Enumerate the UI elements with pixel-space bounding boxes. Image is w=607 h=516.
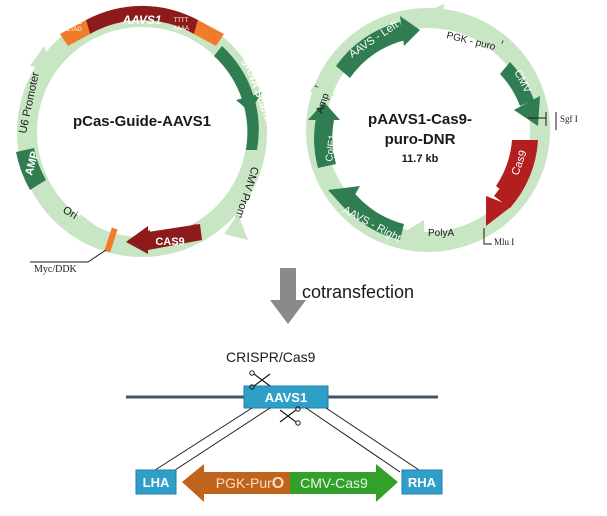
p2-polya-label: PolyA bbox=[428, 228, 454, 239]
p2-aavs-left-band bbox=[336, 22, 406, 78]
p2-aavs-right-head bbox=[328, 186, 360, 210]
p2-name-line2: puro-DNR bbox=[385, 131, 456, 148]
p2-cmv-band bbox=[500, 62, 534, 106]
crossover-line-2 bbox=[171, 407, 271, 473]
p2-size: 11.7 kb bbox=[402, 153, 439, 165]
p1-cmv-arrow bbox=[224, 214, 248, 240]
plasmid-2: AAVS - Left PGK - puro r CMV Sgf I Cas9 … bbox=[306, 4, 578, 252]
crossover-line-3 bbox=[305, 407, 401, 473]
p2-pgk-sup: r bbox=[501, 39, 506, 47]
p1-cas9-head bbox=[126, 226, 148, 254]
p1-aaaa: AAAA bbox=[173, 26, 189, 32]
p2-polya-head bbox=[404, 220, 424, 244]
lha-box bbox=[135, 469, 177, 495]
pgk-puro-label: PGK-PurO bbox=[216, 475, 284, 492]
p1-orange-left bbox=[60, 20, 90, 46]
p1-ctag: CTAG bbox=[66, 27, 83, 33]
p1-aavs1-label: AAVS1 bbox=[121, 13, 161, 27]
p1-grna-scaffold-body bbox=[214, 46, 259, 150]
plasmid-1: AAVS1 GATC CTAG TTTT AAAA gRNA Scaffold … bbox=[16, 5, 278, 275]
scissors-icon-top bbox=[249, 370, 271, 390]
p2-mlu-leader bbox=[483, 228, 492, 245]
crispr-label: CRISPR/Cas9 bbox=[226, 349, 316, 365]
aavs1-locus bbox=[243, 385, 329, 409]
p2-sgf-label: Sgf I bbox=[560, 114, 578, 124]
p2-cas9-head bbox=[486, 196, 512, 226]
rha-box bbox=[401, 469, 443, 495]
genome-diagram: CRISPR/Cas9 AAVS1 LHA PGK-PurO C bbox=[126, 349, 443, 502]
p2-amp-sup: r bbox=[313, 83, 321, 88]
p2-aavs-right-band bbox=[338, 190, 404, 240]
cmv-cas9-arrow bbox=[290, 464, 398, 502]
p1-myc-ddk-tag bbox=[104, 227, 118, 253]
p1-u6-arrow bbox=[30, 46, 54, 70]
p2-cole1-label: ColE1 bbox=[324, 133, 339, 162]
p2-name-line1: pAAVS1-Cas9- bbox=[368, 111, 472, 128]
p1-name: pCas-Guide-AAVS1 bbox=[73, 113, 211, 130]
pgk-puro-arrow bbox=[182, 464, 290, 502]
p1-myc-ddk-label: Myc/DDK bbox=[34, 264, 78, 275]
p1-orange-right bbox=[194, 20, 224, 46]
p1-ori-arrow bbox=[80, 214, 96, 240]
p2-cas9-body bbox=[494, 140, 538, 208]
p1-aavs1-band bbox=[86, 5, 198, 34]
crossover-line-4 bbox=[325, 407, 423, 473]
p2-pgk-head bbox=[426, 4, 444, 22]
p2-mlu-label: Mlu I bbox=[494, 237, 514, 247]
rha-label: RHA bbox=[408, 475, 437, 490]
p1-gatc: GATC bbox=[66, 20, 83, 26]
lha-label: LHA bbox=[143, 475, 170, 490]
p1-cas9-label: CAS9 bbox=[155, 236, 184, 248]
p1-myc-leader bbox=[30, 249, 107, 263]
cotransfection-arrow: cotransfection bbox=[270, 268, 414, 324]
crossover-line-1 bbox=[151, 407, 253, 473]
p1-tttt: TTTT bbox=[174, 18, 189, 24]
cotransfection-label: cotransfection bbox=[302, 282, 414, 302]
aavs1-locus-label: AAVS1 bbox=[265, 390, 307, 405]
p1-cas9-body bbox=[148, 224, 202, 250]
p1-amp-band bbox=[16, 148, 46, 190]
p2-amp-head bbox=[310, 72, 334, 96]
cmv-cas9-label: CMV-Cas9 bbox=[300, 475, 368, 491]
arrow-head bbox=[270, 300, 306, 324]
p2-cole1-head bbox=[308, 102, 340, 120]
p2-cole1-band bbox=[314, 118, 336, 168]
p2-aavs-left-head bbox=[400, 16, 420, 46]
arrow-shaft bbox=[280, 268, 296, 302]
scissors-icon-bottom bbox=[279, 406, 301, 426]
